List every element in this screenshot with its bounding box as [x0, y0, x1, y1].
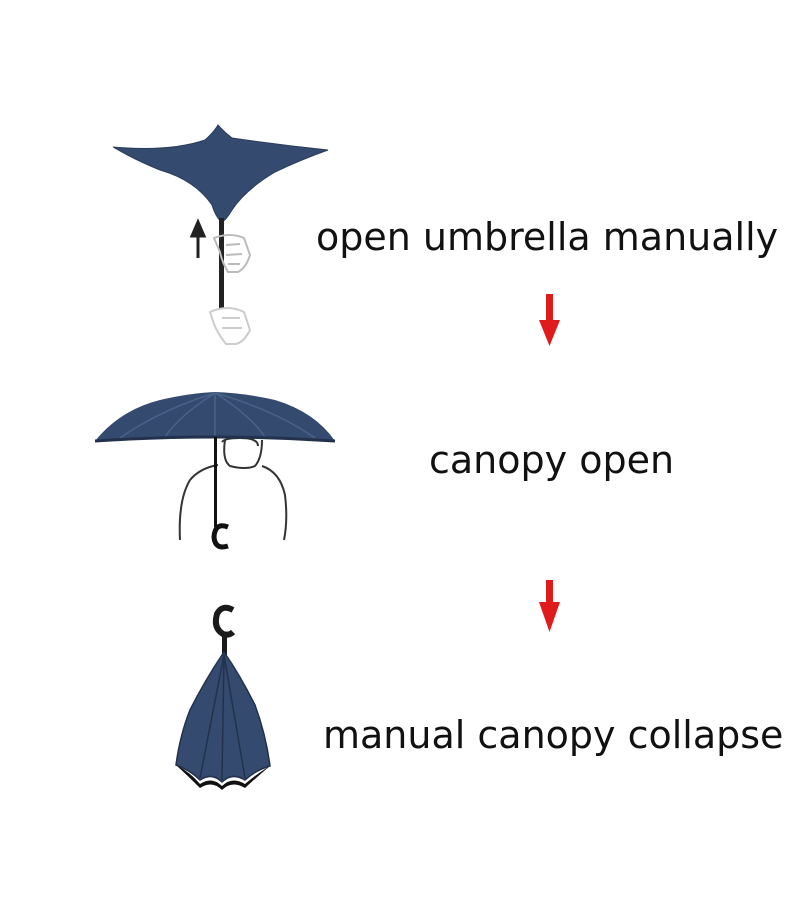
hand-sketch-top [212, 234, 252, 273]
down-arrow-icon [539, 294, 560, 346]
step-label-canopy-collapse: manual canopy collapse [323, 713, 784, 757]
hand-sketch-bottom [208, 307, 252, 345]
canopy-folds [199, 654, 246, 781]
shaft [219, 218, 224, 308]
person-head [221, 436, 259, 447]
c-handle [211, 523, 229, 550]
canopy-ribs [119, 392, 316, 439]
step-label-canopy-open: canopy open [429, 438, 675, 482]
down-arrow-icon [539, 580, 560, 632]
canopy-inner-lining [176, 765, 270, 790]
umbrella-open-icon [94, 392, 336, 550]
step-label-open-manually: open umbrella manually [316, 215, 779, 259]
umbrella-closed-upward-icon [112, 124, 329, 345]
person-outline [178, 439, 288, 541]
umbrella-inverted-collapsed-icon [175, 604, 271, 790]
shaft [222, 632, 227, 657]
upward-arrow-icon [189, 218, 207, 258]
canopy-upward [112, 124, 329, 223]
shaft [214, 437, 217, 527]
c-handle-top [212, 604, 236, 638]
